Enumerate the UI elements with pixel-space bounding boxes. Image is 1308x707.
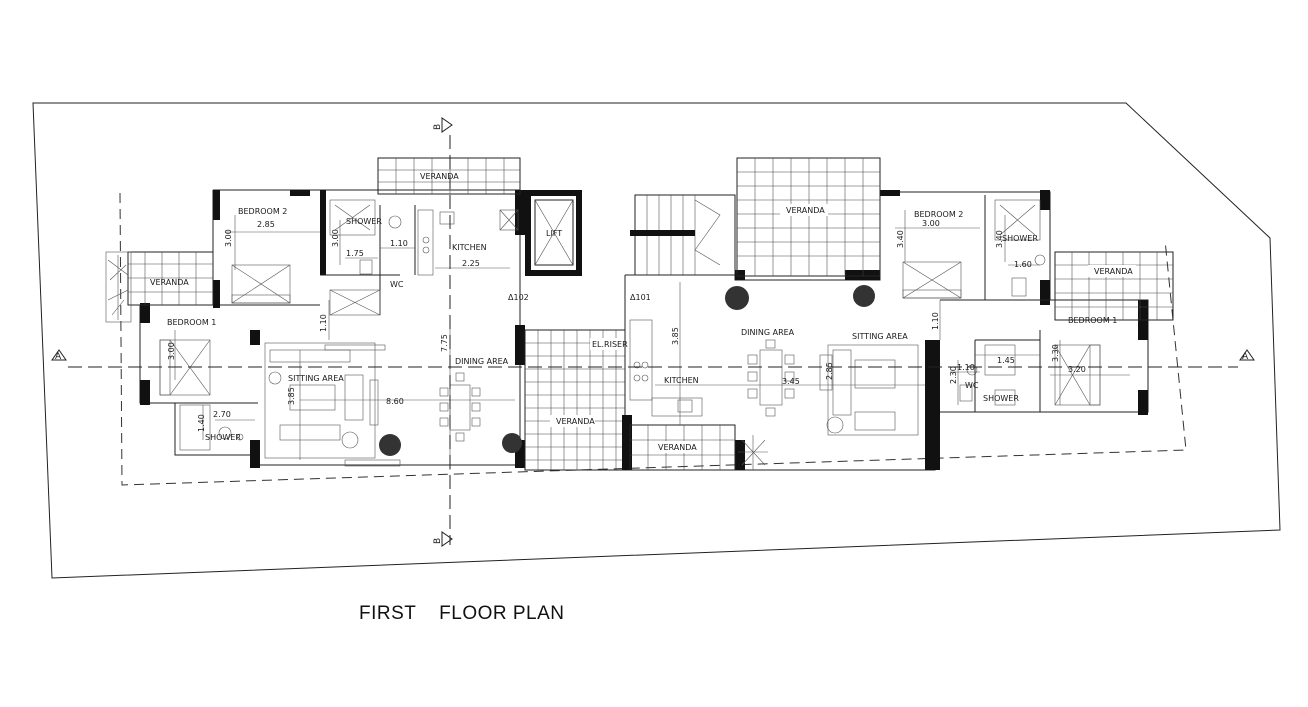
veranda-label: VERANDA — [556, 417, 595, 426]
dimension-label: 3.00 — [922, 219, 940, 228]
kitchen-label: KITCHEN — [664, 376, 699, 385]
veranda-label: VERANDA — [658, 443, 697, 452]
dimension-label: 1.40 — [197, 414, 206, 432]
veranda-label: VERANDA — [150, 278, 189, 287]
dimension-label: 2.85 — [257, 220, 275, 229]
dimension-label: 2.30 — [949, 366, 958, 384]
dimension-label: 1.60 — [1014, 260, 1032, 269]
plant-icon — [502, 433, 522, 453]
shower-label: SHOWER — [1002, 234, 1038, 243]
sitting-area-label: SITTING AREA — [288, 374, 344, 383]
wc-label: WC — [390, 280, 404, 289]
section-marker-a-left: A — [51, 349, 67, 362]
plant-icon — [379, 434, 401, 456]
sitting-area-label: SITTING AREA — [852, 332, 908, 341]
section-marker-a-right: A — [1239, 349, 1255, 362]
dimension-label: 1.10 — [957, 363, 975, 372]
veranda-label: VERANDA — [420, 172, 459, 181]
section-marker-b-top: B — [433, 117, 453, 133]
bedroom1-label: BEDROOM 1 — [167, 318, 216, 327]
shower-icon — [959, 344, 1016, 406]
drawing-title: FIRST FLOOR PLAN — [359, 603, 565, 624]
dimension-label: 2.85 — [825, 362, 834, 380]
shower-icon — [329, 199, 402, 275]
svg-text:B: B — [433, 538, 443, 544]
bedroom1-label: BEDROOM 1 — [1068, 316, 1117, 325]
core: LIFT EL.RISER VERANDA Δ101 — [524, 190, 736, 471]
dimension-label: 3.00 — [224, 229, 233, 247]
dimension-label: 3.85 — [671, 327, 680, 345]
dimension-label: 7.75 — [440, 334, 449, 352]
dimension-label: 1.10 — [319, 314, 328, 332]
dimension-label: 1.10 — [390, 239, 408, 248]
svg-text:A: A — [55, 352, 62, 362]
dimension-label: 3.20 — [1068, 365, 1086, 374]
sofa-icon — [264, 342, 376, 459]
dimension-label: 3.45 — [782, 377, 800, 386]
section-marker-b-bottom: B — [433, 531, 453, 547]
el-riser-label: EL.RISER — [592, 340, 628, 349]
plant-icon — [738, 435, 768, 470]
shower-label: SHOWER — [205, 433, 241, 442]
lift-label: LIFT — [546, 229, 562, 238]
dimension-label: 1.10 — [931, 312, 940, 330]
dining-area-label: DINING AREA — [455, 357, 509, 366]
dimension-label: 3.00 — [331, 229, 340, 247]
dimension-label: 3.40 — [995, 230, 1004, 248]
level-marker: Δ102 — [508, 293, 529, 302]
svg-text:A: A — [1242, 352, 1249, 362]
dining-table-icon — [747, 339, 795, 417]
left-unit: BEDROOM 2 BEDROOM 1 VERANDA VERANDA SHOW… — [105, 157, 529, 470]
dimension-label: 3.30 — [1051, 344, 1060, 362]
dimension-label: 1.45 — [997, 356, 1015, 365]
dimension-label: 3.85 — [287, 387, 296, 405]
site-boundary — [32, 102, 1281, 579]
right-unit: VERANDA VERANDA DINING AREA SITTING AREA… — [622, 157, 1174, 471]
veranda-label: VERANDA — [786, 206, 825, 215]
setback-line — [119, 192, 1187, 486]
kitchen-counter — [629, 319, 703, 417]
svg-text:B: B — [433, 124, 443, 130]
dining-area-label: DINING AREA — [741, 328, 795, 337]
shower-icon — [179, 404, 244, 451]
dimension-label: 2.25 — [462, 259, 480, 268]
plant-icon — [725, 286, 749, 310]
tree-icon — [105, 251, 132, 323]
veranda-label: VERANDA — [1094, 267, 1133, 276]
dimension-label: 3.00 — [167, 342, 176, 360]
dimension-label: 1.75 — [346, 249, 364, 258]
kitchen-counter — [329, 209, 519, 316]
shower-label: SHOWER — [346, 217, 382, 226]
bedroom2-label: BEDROOM 2 — [238, 207, 287, 216]
level-marker: Δ101 — [630, 293, 651, 302]
dimension-label: 3.40 — [896, 230, 905, 248]
dining-table-icon — [439, 372, 481, 442]
bed-icon — [231, 264, 291, 304]
bed-icon — [902, 261, 962, 299]
sofa-icon — [819, 344, 919, 436]
bedroom2-label: BEDROOM 2 — [914, 210, 963, 219]
shower-label: SHOWER — [983, 394, 1019, 403]
plant-icon — [853, 285, 875, 307]
kitchen-label: KITCHEN — [452, 243, 487, 252]
wc-label: WC — [965, 381, 979, 390]
dimension-label: 8.60 — [386, 397, 404, 406]
dimension-label: 2.70 — [213, 410, 231, 419]
